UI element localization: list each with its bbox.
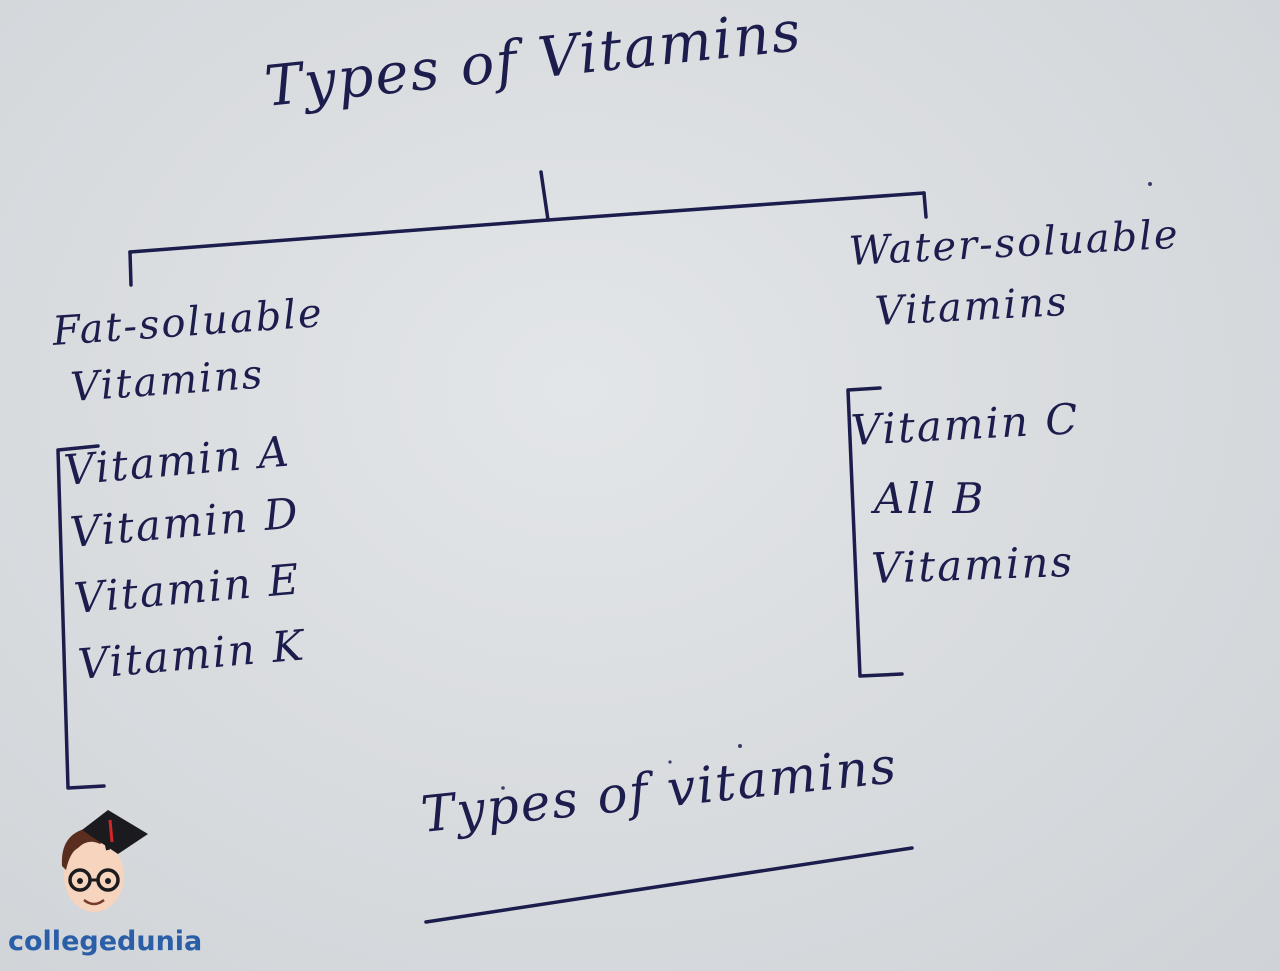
ink-speck [668,760,672,764]
graduate-mascot-icon [61,810,148,912]
title-stem-line [539,170,550,222]
caption-underline [424,846,914,924]
left-branch-drop [128,250,133,287]
water-soluble-item: Vitamins [870,536,1075,593]
water-soluble-heading-line-2: Vitamins [873,278,1070,335]
ink-speck [1148,182,1152,186]
fat-list-bracket [56,444,106,790]
ink-speck [738,744,742,748]
right-branch-drop [922,191,928,219]
water-soluble-item: All B [874,474,986,523]
water-list-bracket [846,386,904,678]
water-soluble-item: Vitamin C [849,394,1081,455]
ink-speck [501,786,505,790]
branch-line [128,191,926,254]
brand-logo-text: collegedunia [8,926,203,957]
